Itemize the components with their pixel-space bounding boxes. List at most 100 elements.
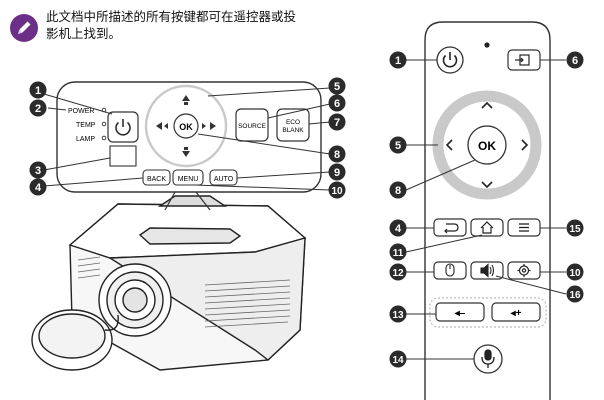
control-panel: POWER TEMP LAMP OK — [56, 81, 322, 193]
remote-callout-4: 4 — [389, 219, 407, 237]
note-text: 此文档中所描述的所有按键都可在遥控器或投影机上找到。 — [46, 10, 297, 41]
svg-text:12: 12 — [392, 268, 404, 279]
remote-callout-10: 10 — [566, 263, 584, 281]
remote-dpad[interactable]: OK — [432, 90, 542, 200]
menu-lines-icon — [519, 223, 529, 232]
remote-settings-button[interactable] — [507, 261, 541, 280]
remote-callout-16: 16 — [566, 285, 584, 303]
callout-4: 4 — [29, 178, 47, 196]
gear-icon — [517, 264, 531, 277]
callout-2: 2 — [29, 99, 47, 117]
remote-mouse-button[interactable] — [433, 261, 467, 280]
remote-menu-button[interactable] — [507, 218, 541, 237]
callout-3: 3 — [29, 161, 47, 179]
panel-power-button[interactable] — [107, 111, 139, 143]
callout-7: 7 — [328, 113, 346, 131]
svg-text:5: 5 — [334, 81, 340, 93]
ir-sensor — [109, 145, 137, 167]
svg-text:4: 4 — [395, 223, 402, 235]
eco-label: ECO — [286, 119, 300, 126]
remote-callout-15: 15 — [566, 219, 584, 237]
callout-9: 9 — [328, 163, 346, 181]
callout-5: 5 — [328, 77, 346, 95]
panel-connector — [164, 191, 211, 211]
panel-back-button[interactable]: BACK — [142, 169, 171, 186]
power-icon — [115, 119, 131, 136]
input-source-icon — [515, 54, 530, 66]
note-badge — [10, 14, 38, 42]
remote-control: OK — [424, 21, 551, 400]
svg-text:3: 3 — [35, 165, 41, 177]
panel-eco-blank-button[interactable]: ECO BLANK — [276, 108, 310, 142]
panel-ok-label: OK — [179, 122, 193, 132]
svg-text:10: 10 — [569, 268, 581, 279]
source-label: SOURCE — [238, 123, 266, 130]
remote-input-button[interactable] — [507, 49, 541, 71]
callout-6: 6 — [328, 94, 346, 112]
remote-callout-5: 5 — [389, 136, 407, 154]
projector-lens — [98, 263, 172, 337]
svg-text:11: 11 — [393, 248, 404, 259]
mouse-icon — [445, 263, 455, 277]
menu-label: MENU — [178, 176, 199, 183]
vol-down-label: ◂– — [454, 308, 466, 319]
remote-callout-6: 6 — [566, 51, 584, 69]
remote-leaders — [405, 59, 567, 360]
svg-text:14: 14 — [392, 355, 404, 366]
panel-dpad[interactable]: OK — [144, 84, 228, 168]
vol-up-label: ◂+ — [510, 308, 522, 319]
panel-menu-button[interactable]: MENU — [172, 169, 204, 186]
remote-home-button[interactable] — [470, 218, 504, 237]
svg-text:9: 9 — [334, 167, 340, 179]
panel-callouts: 1 2 3 4 5 6 7 8 9 10 — [29, 77, 346, 199]
panel-source-button[interactable]: SOURCE — [235, 108, 269, 142]
remote-callout-13: 13 — [389, 305, 407, 323]
speaker-icon — [480, 263, 495, 278]
svg-text:6: 6 — [334, 98, 340, 110]
svg-text:4: 4 — [35, 182, 42, 194]
svg-text:10: 10 — [331, 186, 343, 197]
lamp-indicator-label: LAMP — [76, 136, 95, 143]
svg-text:7: 7 — [334, 117, 340, 129]
callout-1: 1 — [29, 81, 47, 99]
remote-ok-label: OK — [478, 139, 496, 153]
svg-text:15: 15 — [569, 224, 581, 235]
remote-callout-8: 8 — [389, 181, 407, 199]
remote-volume-button[interactable] — [470, 261, 504, 280]
svg-text:8: 8 — [395, 185, 401, 197]
callout-8: 8 — [328, 145, 346, 163]
back-label: BACK — [147, 176, 166, 183]
svg-text:8: 8 — [334, 149, 340, 161]
auto-label: AUTO — [214, 176, 234, 183]
volume-group-outline — [429, 297, 547, 328]
remote-volume-down-button[interactable]: ◂– — [435, 302, 485, 322]
panel-auto-button[interactable]: AUTO — [209, 169, 238, 186]
back-arrow-icon — [444, 223, 459, 234]
remote-callouts: 1 6 5 8 4 11 12 13 14 15 10 16 — [389, 51, 584, 368]
panel-leaders — [43, 87, 331, 191]
svg-text:2: 2 — [35, 103, 41, 115]
pencil-icon — [18, 21, 31, 34]
remote-led — [484, 42, 490, 48]
remote-callout-1: 1 — [389, 51, 407, 69]
remote-callout-11: 11 — [389, 243, 407, 261]
svg-text:13: 13 — [392, 310, 404, 321]
power-icon — [442, 52, 458, 68]
remote-callout-14: 14 — [389, 350, 407, 368]
blank-label: BLANK — [282, 127, 304, 134]
svg-text:6: 6 — [572, 55, 578, 67]
remote-callout-12: 12 — [389, 263, 407, 281]
power-indicator-label: POWER — [68, 108, 94, 115]
svg-text:1: 1 — [395, 55, 401, 67]
svg-text:5: 5 — [395, 140, 401, 152]
home-icon — [480, 221, 494, 234]
remote-volume-up-button[interactable]: ◂+ — [491, 302, 541, 322]
remote-back-button[interactable] — [433, 218, 467, 237]
remote-power-button[interactable] — [436, 46, 464, 74]
temp-indicator-label: TEMP — [76, 122, 96, 129]
remote-mic-button[interactable] — [473, 344, 503, 374]
callout-10: 10 — [328, 181, 346, 199]
svg-text:1: 1 — [35, 85, 41, 97]
svg-text:16: 16 — [569, 290, 581, 301]
